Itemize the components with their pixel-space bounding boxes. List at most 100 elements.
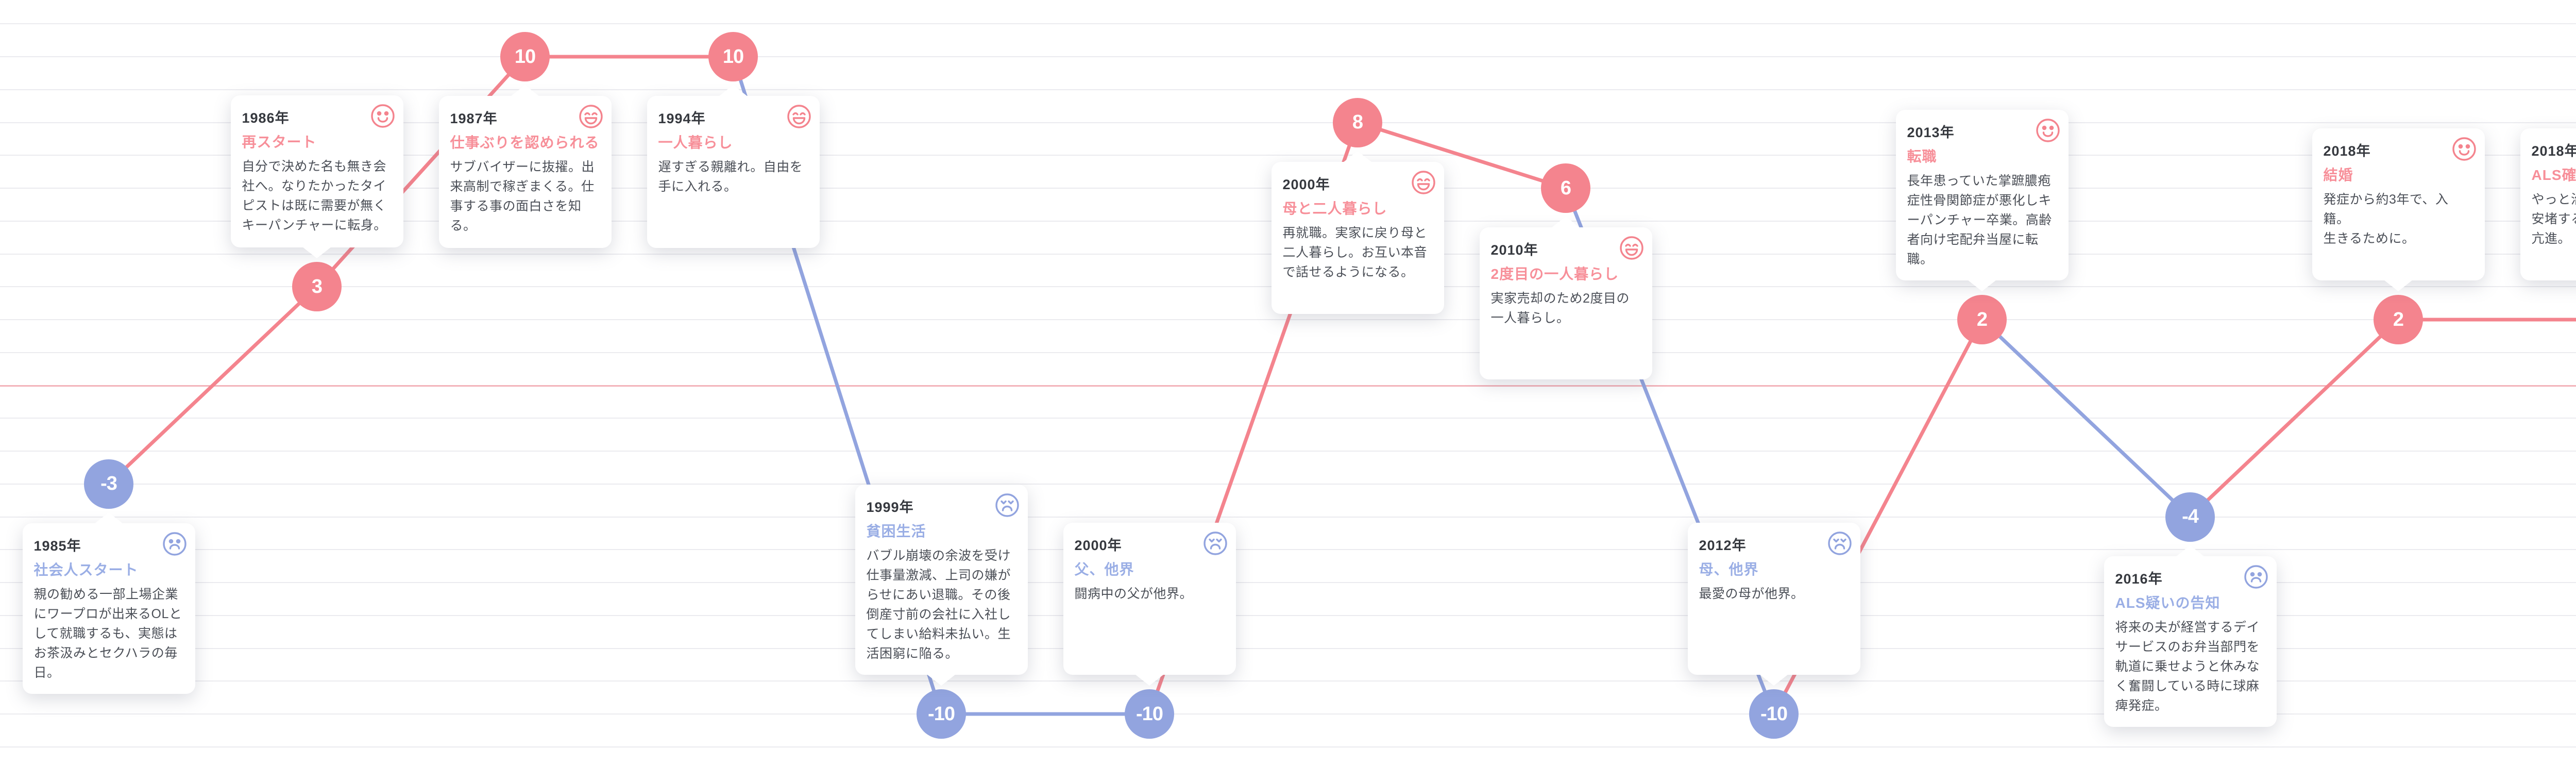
event-year: 2018年 [2531, 143, 2576, 159]
mood-grin-icon [579, 105, 603, 128]
node-value: 10 [722, 45, 744, 68]
node-value: 2 [2393, 308, 2404, 330]
mood-smile-icon [370, 104, 395, 128]
event-year: 1999年 [866, 500, 914, 515]
event-description: 遅すぎる親離れ。自由を手に入れる。 [658, 160, 803, 194]
event-card: 2013年転職長年患っていた掌蹠膿疱症性骨関節症が悪化しキーパンチャー卒業。高齢… [1895, 110, 2069, 291]
mood-frown-icon [2244, 564, 2268, 589]
mood-icon-wrap [1411, 170, 1436, 195]
event-card: 1985年社会人スタート親の勧める一部上場企業にワープロが出来るOLとして就職す… [22, 512, 195, 694]
event-card: 2012年母、他界最愛の母が他界。 [1687, 523, 1860, 686]
event-title: 社会人スタート [33, 561, 139, 578]
event-title: 転職 [1907, 148, 1937, 164]
mood-icon-wrap [787, 104, 811, 129]
event-year: 2016年 [2115, 571, 2163, 587]
event-description: 親の勧める一部上場企業にワープロが出来るOLとして就職するも、実態はお茶汲みとセ… [33, 587, 182, 680]
mood-icon-wrap [579, 104, 603, 129]
event-description: サブバイザーに抜擢。出来高制で稼ぎまくる。仕事する事の面白さを知る。 [450, 160, 595, 233]
event-title: 結婚 [2323, 167, 2353, 183]
event-year: 1987年 [450, 111, 498, 126]
timeline-node[interactable]: -4 [2165, 492, 2215, 542]
mood-icon-wrap [1827, 531, 1852, 556]
event-card: 1999年貧困生活バブル崩壊の余波を受け仕事量激減、上司の嫌がらせにあい退職。そ… [855, 485, 1028, 686]
gridline [0, 23, 2576, 25]
mood-grin-icon [787, 105, 811, 128]
timeline-node[interactable]: 3 [292, 262, 342, 312]
event-year: 1994年 [658, 111, 706, 126]
event-description: 再就職。実家に戻り母と二人暮らし。お互い本音で話せるようになる。 [1282, 225, 1428, 279]
timeline-node[interactable]: 6 [1541, 163, 1590, 213]
event-title: 2度目の一人暮らし [1490, 266, 1619, 282]
card-pointer [927, 674, 956, 686]
card-pointer [1968, 280, 1996, 291]
card-pointer [1759, 674, 1788, 686]
node-value: -10 [1760, 703, 1788, 725]
timeline-node[interactable]: -10 [1749, 689, 1799, 739]
mood-icon-wrap [2244, 564, 2268, 589]
card-pointer [2176, 545, 2205, 557]
mood-frown-icon [162, 532, 187, 556]
event-title: 父、他界 [1074, 561, 1134, 577]
event-card: 2010年 2度目の一人暮らし実家売却のため2度目の一人暮らし。 [1479, 217, 1652, 379]
gridline [0, 647, 2576, 649]
card-pointer [1551, 217, 1580, 228]
node-value: 2 [1976, 308, 1988, 330]
segment-line [2188, 318, 2400, 519]
mood-icon-wrap [1619, 236, 1644, 260]
event-card: 1994年一人暮らし遅すぎる親離れ。自由を手に入れる。 [647, 85, 820, 248]
event-year: 2010年 [1490, 242, 1538, 258]
event-year: 2018年 [2323, 143, 2371, 159]
card-pointer [1135, 674, 1164, 686]
timeline-node[interactable]: -10 [917, 689, 966, 739]
mood-icon-wrap [1203, 531, 1228, 556]
mood-icon-wrap [370, 104, 395, 128]
card-pointer [94, 512, 123, 524]
gridline [0, 746, 2576, 748]
mood-smile-icon [2452, 137, 2476, 161]
event-description: 最愛の母が他界。 [1699, 587, 1804, 601]
timeline-node[interactable]: -10 [1125, 689, 1174, 739]
timeline-node[interactable]: 10 [708, 32, 758, 81]
mood-grin-icon [1411, 170, 1435, 194]
timeline-node[interactable]: 2 [2374, 295, 2423, 344]
gridline [0, 680, 2576, 682]
event-description: バブル崩壊の余波を受け仕事量激減、上司の嫌がらせにあい退職。その後倒産寸前の会社… [866, 549, 1011, 661]
gridline [0, 352, 2576, 353]
gridline [0, 516, 2576, 518]
event-description: やっと治療対象になると安堵する。構音障害のみ亢進。 [2531, 192, 2576, 246]
event-card: 2000年母と二人暮らし再就職。実家に戻り母と二人暮らし。お互い本音で話せるよう… [1271, 151, 1444, 314]
node-value: 6 [1560, 177, 1571, 199]
node-value: -3 [100, 473, 117, 495]
event-year: 2013年 [1907, 125, 1955, 140]
segment-line [1355, 121, 1568, 190]
mood-icon-wrap [2452, 137, 2477, 161]
segment-line [1980, 318, 2192, 519]
mood-icon-wrap [162, 532, 187, 556]
timeline-node[interactable]: -3 [84, 459, 133, 509]
node-value: -4 [2182, 506, 2199, 527]
segment-line [315, 55, 527, 289]
timeline-node[interactable]: 10 [500, 32, 550, 81]
event-description: 将来の夫が経営するデイサービスのお弁当部門を軌道に乗せようと休みなく奮闘している… [2115, 620, 2260, 713]
segment-line [107, 285, 319, 486]
mood-grin-icon [1619, 236, 1643, 260]
mood-smile-icon [2036, 119, 2060, 142]
gridline [0, 418, 2576, 419]
event-description: 長年患っていた掌蹠膿疱症性骨関節症が悪化しキーパンチャー卒業。高齢者向け宅配弁当… [1907, 174, 2052, 267]
mood-weary-icon [995, 493, 1019, 517]
event-year: 1985年 [33, 538, 81, 554]
gridline [0, 582, 2576, 583]
event-title: ALS確定診断 [2531, 167, 2576, 183]
event-card: 2018年 ALS確定診断やっと治療対象になると安堵する。構音障害のみ亢進。 [2520, 128, 2576, 280]
timeline-node[interactable]: 2 [1957, 295, 2007, 344]
event-title: 一人暮らし [658, 135, 733, 151]
event-description: 実家売却のため2度目の一人暮らし。 [1490, 291, 1630, 325]
event-title: 母、他界 [1699, 561, 1759, 577]
event-description: 発症から約3年で、入籍。 生きるために。 [2323, 192, 2449, 246]
event-year: 1986年 [242, 110, 290, 126]
gridline [0, 122, 2576, 123]
timeline-node[interactable]: 8 [1333, 97, 1382, 147]
card-pointer [2384, 280, 2413, 291]
node-value: -10 [1136, 703, 1163, 725]
